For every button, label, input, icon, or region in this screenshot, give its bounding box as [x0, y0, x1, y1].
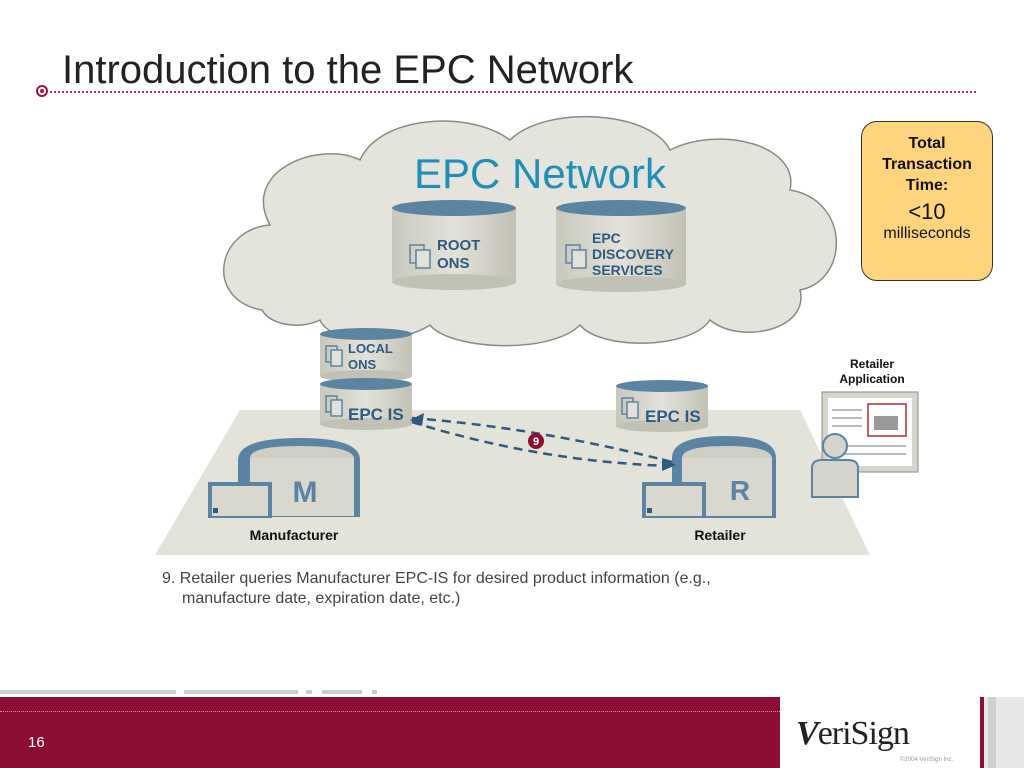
copyright-notice: ©2004 VeriSign Inc.: [900, 757, 954, 763]
step-marker: 9: [528, 433, 544, 449]
local-ons-line2: ONS: [348, 357, 377, 372]
retailer-letter: R: [730, 475, 750, 506]
logo-rest: eriSign: [817, 715, 910, 752]
caption-line2: manufacture date, expiration date, etc.): [182, 590, 461, 607]
total-transaction-unit: milliseconds: [883, 225, 971, 242]
footer-dotted-rule: [0, 711, 780, 712]
local-ons-cylinder: LOCAL ONS: [320, 328, 412, 382]
slide-title: Introduction to the EPC Network: [62, 48, 634, 92]
footer-stripes: [0, 690, 377, 694]
retailer-app-label-line1: Retailer: [850, 357, 894, 371]
verisign-logo: VeriSign: [796, 715, 910, 753]
manufacturer-label: Manufacturer: [250, 527, 339, 543]
query-arrows: [410, 413, 676, 471]
arrowhead-icon: [410, 413, 424, 426]
total-transaction-time-box: Total Transaction Time: <10 milliseconds: [861, 121, 993, 281]
epc-is-manufacturer-cylinder: EPC IS: [320, 378, 412, 430]
page-number: 16: [28, 734, 45, 751]
local-ons-line1: LOCAL: [348, 341, 393, 356]
discovery-line1: EPC: [592, 230, 621, 246]
discovery-services-cylinder: EPC DISCOVERY SERVICES: [556, 200, 686, 292]
root-ons-line1: ROOT: [437, 237, 480, 254]
epc-is-manufacturer-label: EPC IS: [348, 405, 404, 424]
step-caption: 9. Retailer queries Manufacturer EPC-IS …: [162, 569, 882, 609]
retailer-label: Retailer: [694, 527, 746, 543]
retailer-application-screen: [821, 391, 919, 473]
document-icon: [621, 397, 639, 419]
epc-is-retailer-label: EPC IS: [645, 407, 701, 426]
retailer-app-label-line2: Application: [839, 372, 904, 386]
discovery-line3: SERVICES: [592, 262, 663, 278]
epc-network-diagram: EPC Network ROOT ONS EPC DISCOVERY SERVI…: [155, 115, 919, 555]
title-divider: [50, 91, 976, 93]
arrowhead-icon: [662, 458, 676, 471]
discovery-line2: DISCOVERY: [592, 246, 675, 262]
total-transaction-value: <10: [908, 199, 946, 224]
logo-initial: V: [796, 715, 819, 752]
root-ons-cylinder: ROOT ONS: [392, 200, 516, 290]
user-icon: [811, 433, 859, 498]
document-icon: [409, 244, 431, 269]
epc-is-retailer-cylinder: EPC IS: [616, 380, 708, 432]
document-icon: [325, 395, 343, 417]
caption-line1: 9. Retailer queries Manufacturer EPC-IS …: [162, 570, 711, 587]
footer-right-strip: [984, 697, 1024, 768]
cloud-label: EPC Network: [414, 150, 667, 197]
step-marker-number: 9: [533, 436, 539, 448]
title-bullet-icon: [36, 85, 48, 97]
manufacturer-building: M: [208, 438, 360, 518]
product-image-icon: [874, 416, 898, 430]
total-transaction-label: Total Transaction Time:: [882, 135, 972, 194]
cloud-shape: [223, 115, 837, 347]
manufacturer-letter: M: [293, 476, 318, 509]
retailer-building: R: [642, 436, 776, 518]
document-icon: [325, 345, 343, 367]
document-icon: [565, 244, 587, 269]
root-ons-line2: ONS: [437, 255, 470, 272]
logo-panel: [780, 697, 980, 768]
